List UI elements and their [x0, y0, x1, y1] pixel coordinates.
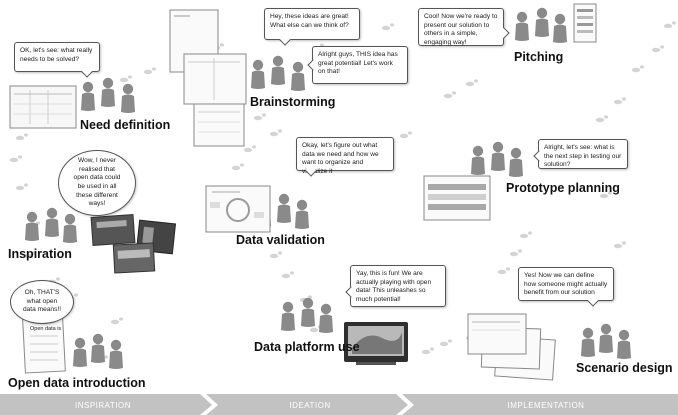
pitching-slide [573, 3, 597, 43]
stage-data-validation: Data validation [236, 233, 325, 247]
team-data-platform [281, 297, 333, 333]
bubble-data-validation: Okay, let's figure out what data we need… [296, 137, 394, 177]
thought-open-data-intro-text: Oh, THAT'S what open data means!! [22, 289, 62, 314]
data-validation-sheet [205, 185, 271, 233]
phase-bar [0, 394, 678, 415]
scenario-design-sheets [467, 313, 556, 381]
prototype-planning-sheet [423, 175, 491, 221]
team-inspiration [25, 207, 77, 243]
bubble-pitching-text: Cool! Now we're ready to present our sol… [424, 13, 498, 46]
need-definition-worksheet [9, 85, 77, 129]
team-scenario-design [581, 323, 631, 359]
phase-ideation: IDEATION [289, 401, 331, 410]
phase-implementation: IMPLEMENTATION [507, 401, 585, 410]
stage-inspiration: Inspiration [8, 247, 72, 261]
inspiration-photo-cards [90, 214, 177, 274]
bubble-brainstorming-1: Hey, these ideas are great! What else ca… [264, 8, 360, 46]
bubble-brainstorming-2-text: Alright guys, THIS idea has great potent… [318, 51, 398, 76]
team-need-definition [81, 77, 135, 113]
thought-inspiration: Wow, I never realised that open data cou… [58, 150, 136, 216]
stage-open-data-introduction: Open data introduction [8, 376, 146, 390]
bubble-scenario-design: Yes! Now we can define how someone might… [518, 267, 614, 307]
stage-brainstorming: Brainstorming [250, 95, 336, 109]
open-data-card [22, 316, 66, 374]
data-platform-screen [344, 322, 408, 365]
stage-prototype-planning: Prototype planning [506, 181, 620, 195]
phase-inspiration: INSPIRATION [74, 401, 132, 410]
bubble-prototype-planning: Alright, let's see: what is the next ste… [532, 139, 628, 169]
stage-scenario-design: Scenario design [576, 361, 673, 375]
bubble-data-platform-use: Yay, this is fun! We are actually playin… [344, 265, 446, 307]
stage-data-platform-use: Data platform use [254, 340, 360, 354]
team-prototype-planning [471, 141, 523, 177]
bubble-brainstorming-1-text: Hey, these ideas are great! What else ca… [270, 13, 349, 29]
bubble-scenario-design-text: Yes! Now we can define how someone might… [524, 272, 608, 297]
bubble-need-definition-text: OK, let's see: what really needs to be s… [20, 47, 93, 63]
bubble-prototype-planning-text: Alright, let's see: what is the next ste… [544, 144, 622, 169]
stage-pitching: Pitching [514, 50, 564, 64]
stage-need-definition: Need definition [80, 118, 171, 132]
thought-inspiration-text: Wow, I never realised that open data cou… [73, 157, 121, 208]
bubble-data-platform-use-text: Yay, this is fun! We are actually playin… [356, 270, 432, 303]
open-data-card-label: Open data is [30, 326, 62, 332]
bubble-brainstorming-2: Alright guys, THIS idea has great potent… [306, 46, 408, 84]
bubble-pitching: Cool! Now we're ready to present our sol… [418, 8, 510, 46]
brainstorming-sheets [169, 9, 247, 147]
bubble-need-definition: OK, let's see: what really needs to be s… [14, 42, 100, 78]
team-open-data-intro [73, 333, 123, 369]
thought-open-data-intro: Oh, THAT'S what open data means!! [10, 280, 74, 324]
bubble-data-validation-text: Okay, let's figure out what data we need… [302, 142, 379, 175]
team-brainstorming [251, 55, 305, 91]
team-pitching [515, 7, 567, 43]
